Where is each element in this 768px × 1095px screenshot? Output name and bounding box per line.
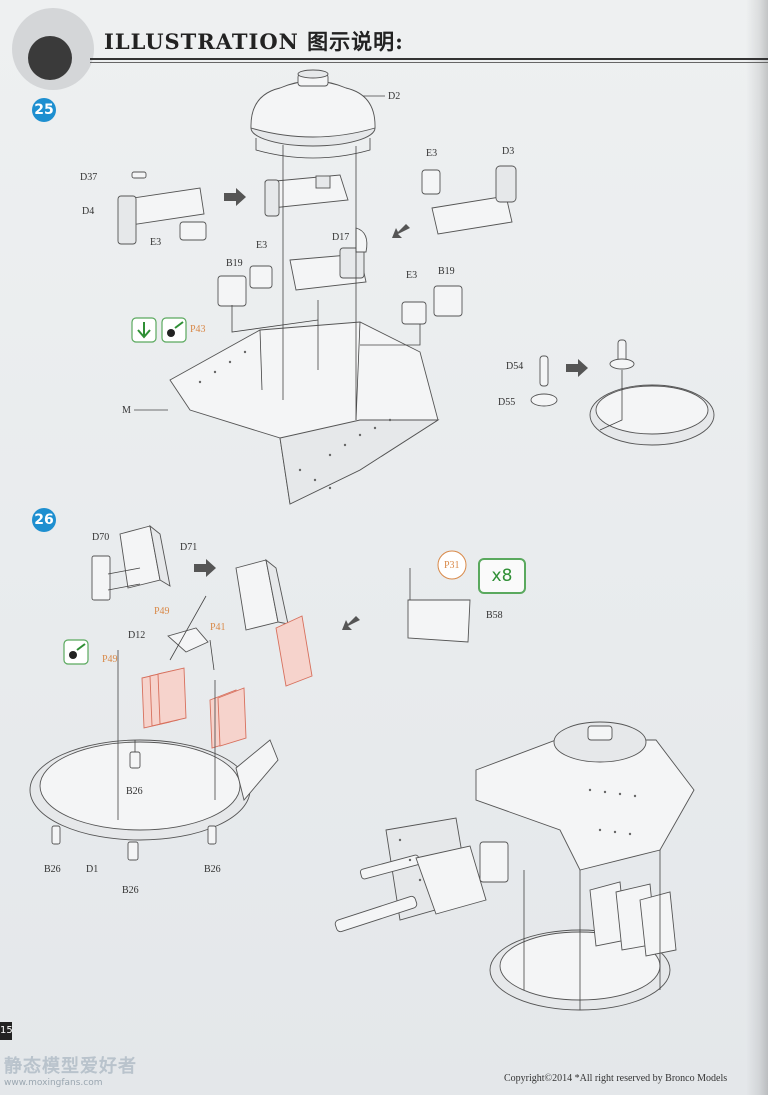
part-d1-turret-ring: [29, 739, 279, 841]
label-d4: D4: [82, 206, 94, 217]
rack-highlight-right: [209, 687, 247, 749]
part-d12: [167, 627, 209, 653]
quantity-x8-badge: x8: [478, 558, 526, 594]
page-number: 15: [0, 1022, 13, 1040]
copyright-footer: Copyright©2014 *All right reserved by Br…: [504, 1073, 728, 1084]
page-binding-shadow: [746, 0, 768, 1095]
label-b58: B58: [486, 610, 503, 621]
label-d71: D71: [180, 542, 197, 553]
part-b19-right: [401, 285, 463, 325]
header-rule: [90, 58, 768, 60]
part-d71-ammo-box: [91, 524, 171, 601]
label-b26-right: B26: [204, 864, 221, 875]
label-d37: D37: [80, 172, 97, 183]
label-d54: D54: [506, 361, 523, 372]
glue-drop-icon: [161, 317, 187, 343]
label-d55: D55: [498, 397, 515, 408]
down-arrow-icon: [131, 317, 157, 343]
label-p49-bottom: P49: [102, 654, 118, 665]
part-d3-bracket: [421, 165, 517, 235]
header-decoration-circle: [28, 36, 72, 80]
label-p31: P31: [444, 560, 460, 571]
part-m-turret-body: [169, 321, 440, 505]
watermark-chinese: 静态模型爱好者: [4, 1056, 137, 1077]
label-m: M: [122, 405, 131, 416]
label-d17: D17: [332, 232, 349, 243]
step25-guide-lines: [231, 145, 421, 420]
part-cupola-lower: [289, 227, 368, 291]
part-d4-bracket: [117, 171, 207, 245]
label-p41: P41: [210, 622, 226, 633]
part-cupola-upper: [264, 174, 349, 217]
step-25-badge: 25: [32, 98, 56, 122]
label-b26-bottom: B26: [122, 885, 139, 896]
site-watermark: 静态模型爱好者 www.moxingfans.com: [4, 1052, 164, 1088]
label-e3-left: E3: [150, 237, 161, 248]
label-d70: D70: [92, 532, 109, 543]
hatch-assembly: [589, 339, 715, 446]
rack-highlight-left: [141, 667, 187, 729]
label-e3-right: E3: [406, 270, 417, 281]
label-p49-top: P49: [154, 606, 170, 617]
label-d12: D12: [128, 630, 145, 641]
header-rule-thin: [90, 62, 768, 63]
label-b19-left: B19: [226, 258, 243, 269]
assembled-turret: [334, 721, 695, 1011]
label-e3-top-right: E3: [426, 148, 437, 159]
page-title: ILLUSTRATION 图示说明:: [104, 29, 404, 54]
label-p43: P43: [190, 324, 206, 335]
label-d3: D3: [502, 146, 514, 157]
label-b26-center: B26: [126, 786, 143, 797]
glue-drop-icon: [63, 639, 89, 665]
watermark-url: www.moxingfans.com: [4, 1078, 103, 1088]
label-b26-left: B26: [44, 864, 61, 875]
part-d55-washer: [530, 393, 558, 407]
b26-hooks: [51, 751, 217, 861]
part-b19-left: [217, 265, 273, 307]
label-b19-right: B19: [438, 266, 455, 277]
part-b58-plate: [407, 599, 471, 643]
assembled-ammo-box: [235, 558, 289, 631]
part-d54-pin: [539, 355, 549, 387]
step26-guide-lines: [117, 650, 216, 820]
label-e3-mid: E3: [256, 240, 267, 251]
label-d2: D2: [388, 91, 400, 102]
step-26-badge: 26: [32, 508, 56, 532]
part-p31-callout: [437, 550, 467, 580]
part-d2-turret-dome: [250, 69, 376, 159]
label-d1: D1: [86, 864, 98, 875]
